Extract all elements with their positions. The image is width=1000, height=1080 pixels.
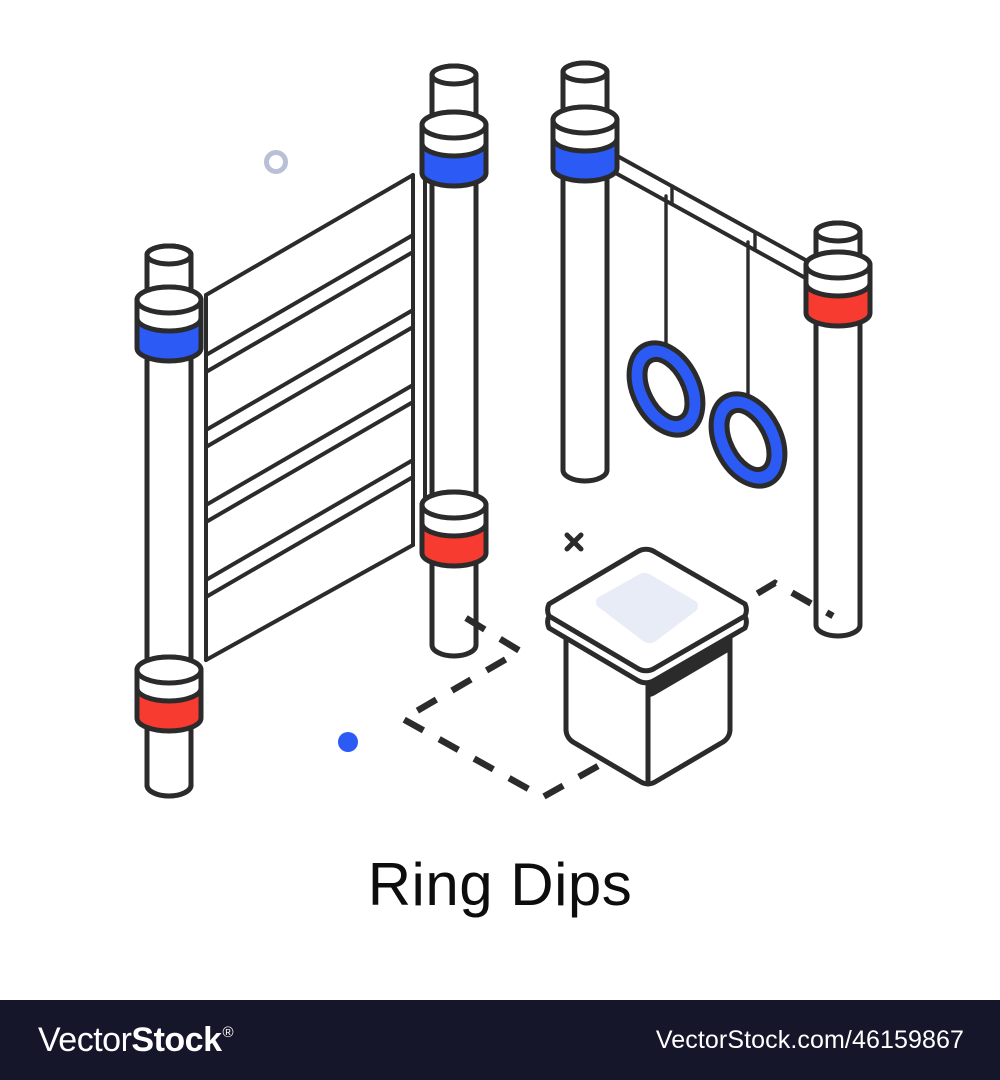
registered-trademark-icon: ® (222, 1024, 234, 1041)
artboard: .ln { fill:none; stroke:#2b2b2b; stroke-… (134, 60, 873, 801)
ladder-frame (204, 166, 427, 662)
ring-dips-illustration: .ln { fill:none; stroke:#2b2b2b; stroke-… (134, 60, 873, 801)
gym-ring-right (708, 391, 788, 489)
x-marker (564, 532, 584, 552)
wall-bars-ladder (134, 63, 489, 799)
ladder-mid-bottom-collar (419, 489, 489, 569)
rings-straps (664, 194, 750, 400)
gym-ring-left (626, 340, 706, 438)
logo-text-light: Vector (38, 1021, 132, 1059)
rig-left-top-collar (550, 104, 620, 184)
small-ring-marker (264, 150, 288, 174)
ladder-mid-top-collar (419, 109, 489, 189)
rig-right-top-collar (803, 249, 873, 329)
decorative-markers (264, 150, 584, 752)
watermark-url: VectorStock.com/46159867 (655, 1025, 964, 1054)
page-title: Ring Dips (367, 851, 633, 918)
logo-text-bold: Stock (131, 1021, 222, 1059)
ladder-left-top-collar (134, 284, 204, 364)
plyo-box (545, 546, 749, 787)
ladder-left-bottom-collar (134, 654, 204, 734)
box-top-inner-panel (596, 572, 698, 644)
gymnastic-rings-rig (550, 60, 873, 639)
blue-dot-marker (338, 732, 358, 752)
